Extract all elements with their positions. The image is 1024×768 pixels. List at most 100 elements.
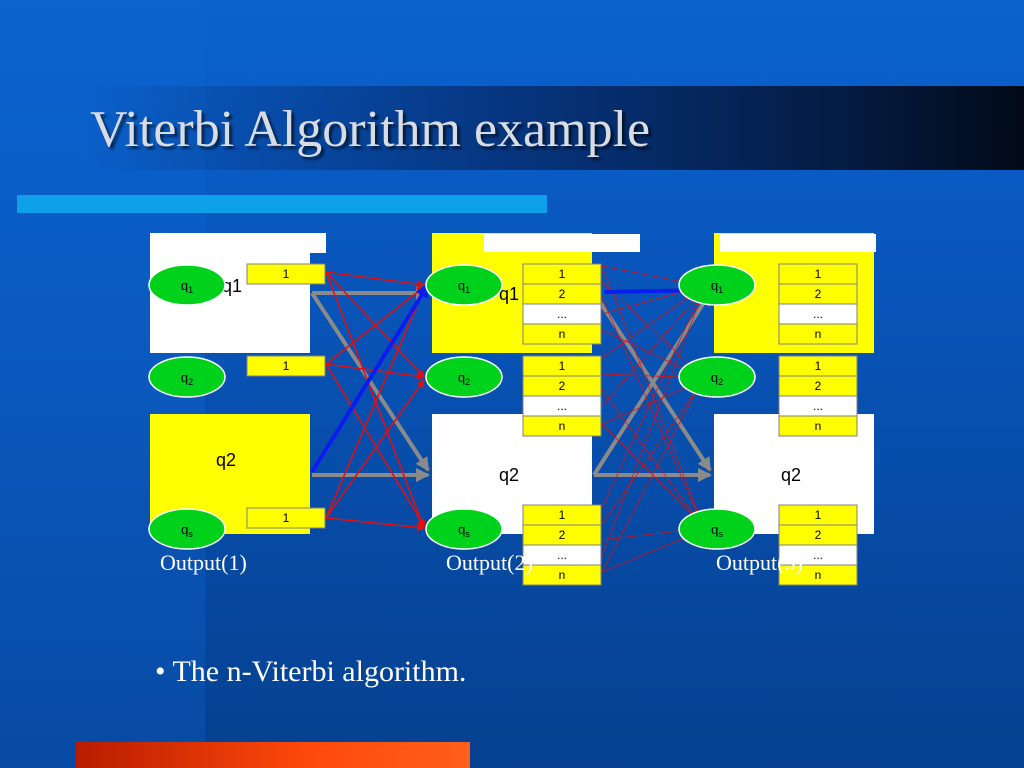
col3-q2-main: q (711, 370, 718, 385)
col3-q2-cell-2: 2 (815, 379, 822, 393)
blue-arrow-c1bottom-c2top (310, 283, 430, 474)
output-label-2: Output(2) (446, 550, 533, 575)
col1-q1-cell (246, 263, 326, 285)
col1-q1-main: q (181, 278, 188, 293)
state-nodes: q1 q2 qs q1 q2 qs q1 q2 qs (148, 264, 756, 550)
col3-bottom-box-label: q2 (781, 465, 801, 485)
col2-state-qs (425, 508, 503, 550)
bullet-glyph: • (155, 655, 166, 688)
col1-state-q2 (148, 356, 226, 398)
red-arrow-qs-qs (325, 517, 425, 532)
col2-q1-cell-3: ... (557, 307, 567, 321)
col2-state-q2 (425, 356, 503, 398)
col3-qs-cell-2: 2 (815, 528, 822, 542)
col2-bottom-box-label: q2 (499, 465, 519, 485)
svg-text:q2: q2 (181, 370, 193, 387)
col1-q2-cell (246, 355, 326, 377)
col2-q2-main: q (458, 370, 465, 385)
svg-text:q1: q1 (181, 278, 193, 295)
col3-state-q2 (678, 356, 756, 398)
col3-q2-cell-3: ... (813, 399, 823, 413)
col2-q1-sub: 1 (465, 285, 470, 295)
col1-top-box-label: q1 (222, 276, 242, 296)
col3-q2-cell-4: n (815, 419, 822, 433)
bottom-accent-bar (76, 742, 470, 768)
col1-qs-cell (246, 507, 326, 529)
col3-state-qs (678, 508, 756, 550)
slide-title: Viterbi Algorithm example (90, 101, 651, 158)
svg-text:qs: qs (181, 522, 193, 539)
column-3-cells: 1 2 ... n 1 2 ... n 1 2 ... n (778, 263, 858, 586)
red-arrowheads-col3 (700, 280, 712, 534)
col2-qs-cell-3: ... (557, 548, 567, 562)
col2-q2-sub: 2 (465, 377, 470, 387)
red-arrow-qs-q2 (325, 379, 425, 519)
col2-q2-cell-2: 2 (559, 379, 566, 393)
col2-q1-main: q (458, 278, 465, 293)
col2-q2-cell-3: ... (557, 399, 567, 413)
col2-top-strip (484, 234, 640, 252)
col3-q2-sub: 2 (718, 377, 723, 387)
col3-qs-cell-1: 1 (815, 508, 822, 522)
col2-q2-cell-1: 1 (559, 359, 566, 373)
title-band (85, 86, 1024, 170)
col1-q2-cell-text: 1 (283, 359, 290, 373)
col1-q2-sub: 2 (188, 377, 193, 387)
col1-state-q1 (148, 264, 226, 306)
col2-q1-cell-2: 2 (559, 287, 566, 301)
column-1-cells: 1 1 1 (246, 263, 326, 529)
col1-qs-main: q (181, 522, 188, 537)
col1-qs-sub: s (188, 529, 193, 539)
col3-q1-cell-4: n (815, 327, 822, 341)
col1-q1-sub: 1 (188, 285, 193, 295)
bullet-text: The n-Viterbi algorithm. (172, 655, 467, 688)
col1-q1-cell-text: 1 (283, 267, 290, 281)
col3-q1-cell-1: 1 (815, 267, 822, 281)
col1-bottom-box-label: q2 (216, 450, 236, 470)
col2-qs-cell-2: 2 (559, 528, 566, 542)
col3-qs-cell-3: ... (813, 548, 823, 562)
col2-qs-sub: s (465, 529, 470, 539)
svg-text:qs: qs (711, 522, 723, 539)
col3-qs-main: q (711, 522, 718, 537)
col2-qs-cell-4: n (559, 568, 566, 582)
output-label-1: Output(1) (160, 550, 247, 575)
svg-text:q2: q2 (458, 370, 470, 387)
col1-state-qs (148, 508, 226, 550)
svg-text:qs: qs (458, 522, 470, 539)
svg-text:q2: q2 (711, 370, 723, 387)
col3-q2-cell-1: 1 (815, 359, 822, 373)
col2-qs-main: q (458, 522, 465, 537)
col2-q2-cell-4: n (559, 419, 566, 433)
bullet-point: • The n-Viterbi algorithm. (155, 655, 466, 689)
svg-text:q1: q1 (711, 278, 723, 295)
col3-state-q1 (678, 264, 756, 306)
col2-qs-cell-1: 1 (559, 508, 566, 522)
output-label-3: Output(3) (716, 550, 803, 575)
col3-top-strip (720, 234, 876, 252)
red-arrow-q1-qs (325, 271, 426, 529)
svg-text:q1: q1 (458, 278, 470, 295)
column-2-cells: 1 2 ... n 1 2 ... n 1 2 ... n (522, 263, 602, 586)
red-arrows-col2-col3 (601, 265, 705, 573)
title-underline-bar (17, 195, 547, 213)
red-arrow-q2-q1 (325, 286, 425, 365)
red-arrow-q1-q1 (325, 271, 425, 289)
red-arrow-q2-qs (325, 363, 425, 527)
col2-state-q1 (425, 264, 503, 306)
red-arrow-qs-q1 (325, 288, 425, 519)
col3-qs-cell-4: n (815, 568, 822, 582)
col2-top-box-label: q1 (499, 284, 519, 304)
col3-q1-cell-3: ... (813, 307, 823, 321)
red-arrows-col1-col2 (325, 271, 426, 532)
col3-q1-sub: 1 (718, 285, 723, 295)
col1-qs-cell-text: 1 (283, 511, 290, 525)
gray-transition-arrows (310, 286, 712, 482)
col3-qs-sub: s (718, 529, 723, 539)
col2-q1-cell-1: 1 (559, 267, 566, 281)
col1-q2-main: q (181, 370, 188, 385)
gray-arrow-c2bottom-c3top (592, 291, 712, 477)
col3-q1-main: q (711, 278, 718, 293)
